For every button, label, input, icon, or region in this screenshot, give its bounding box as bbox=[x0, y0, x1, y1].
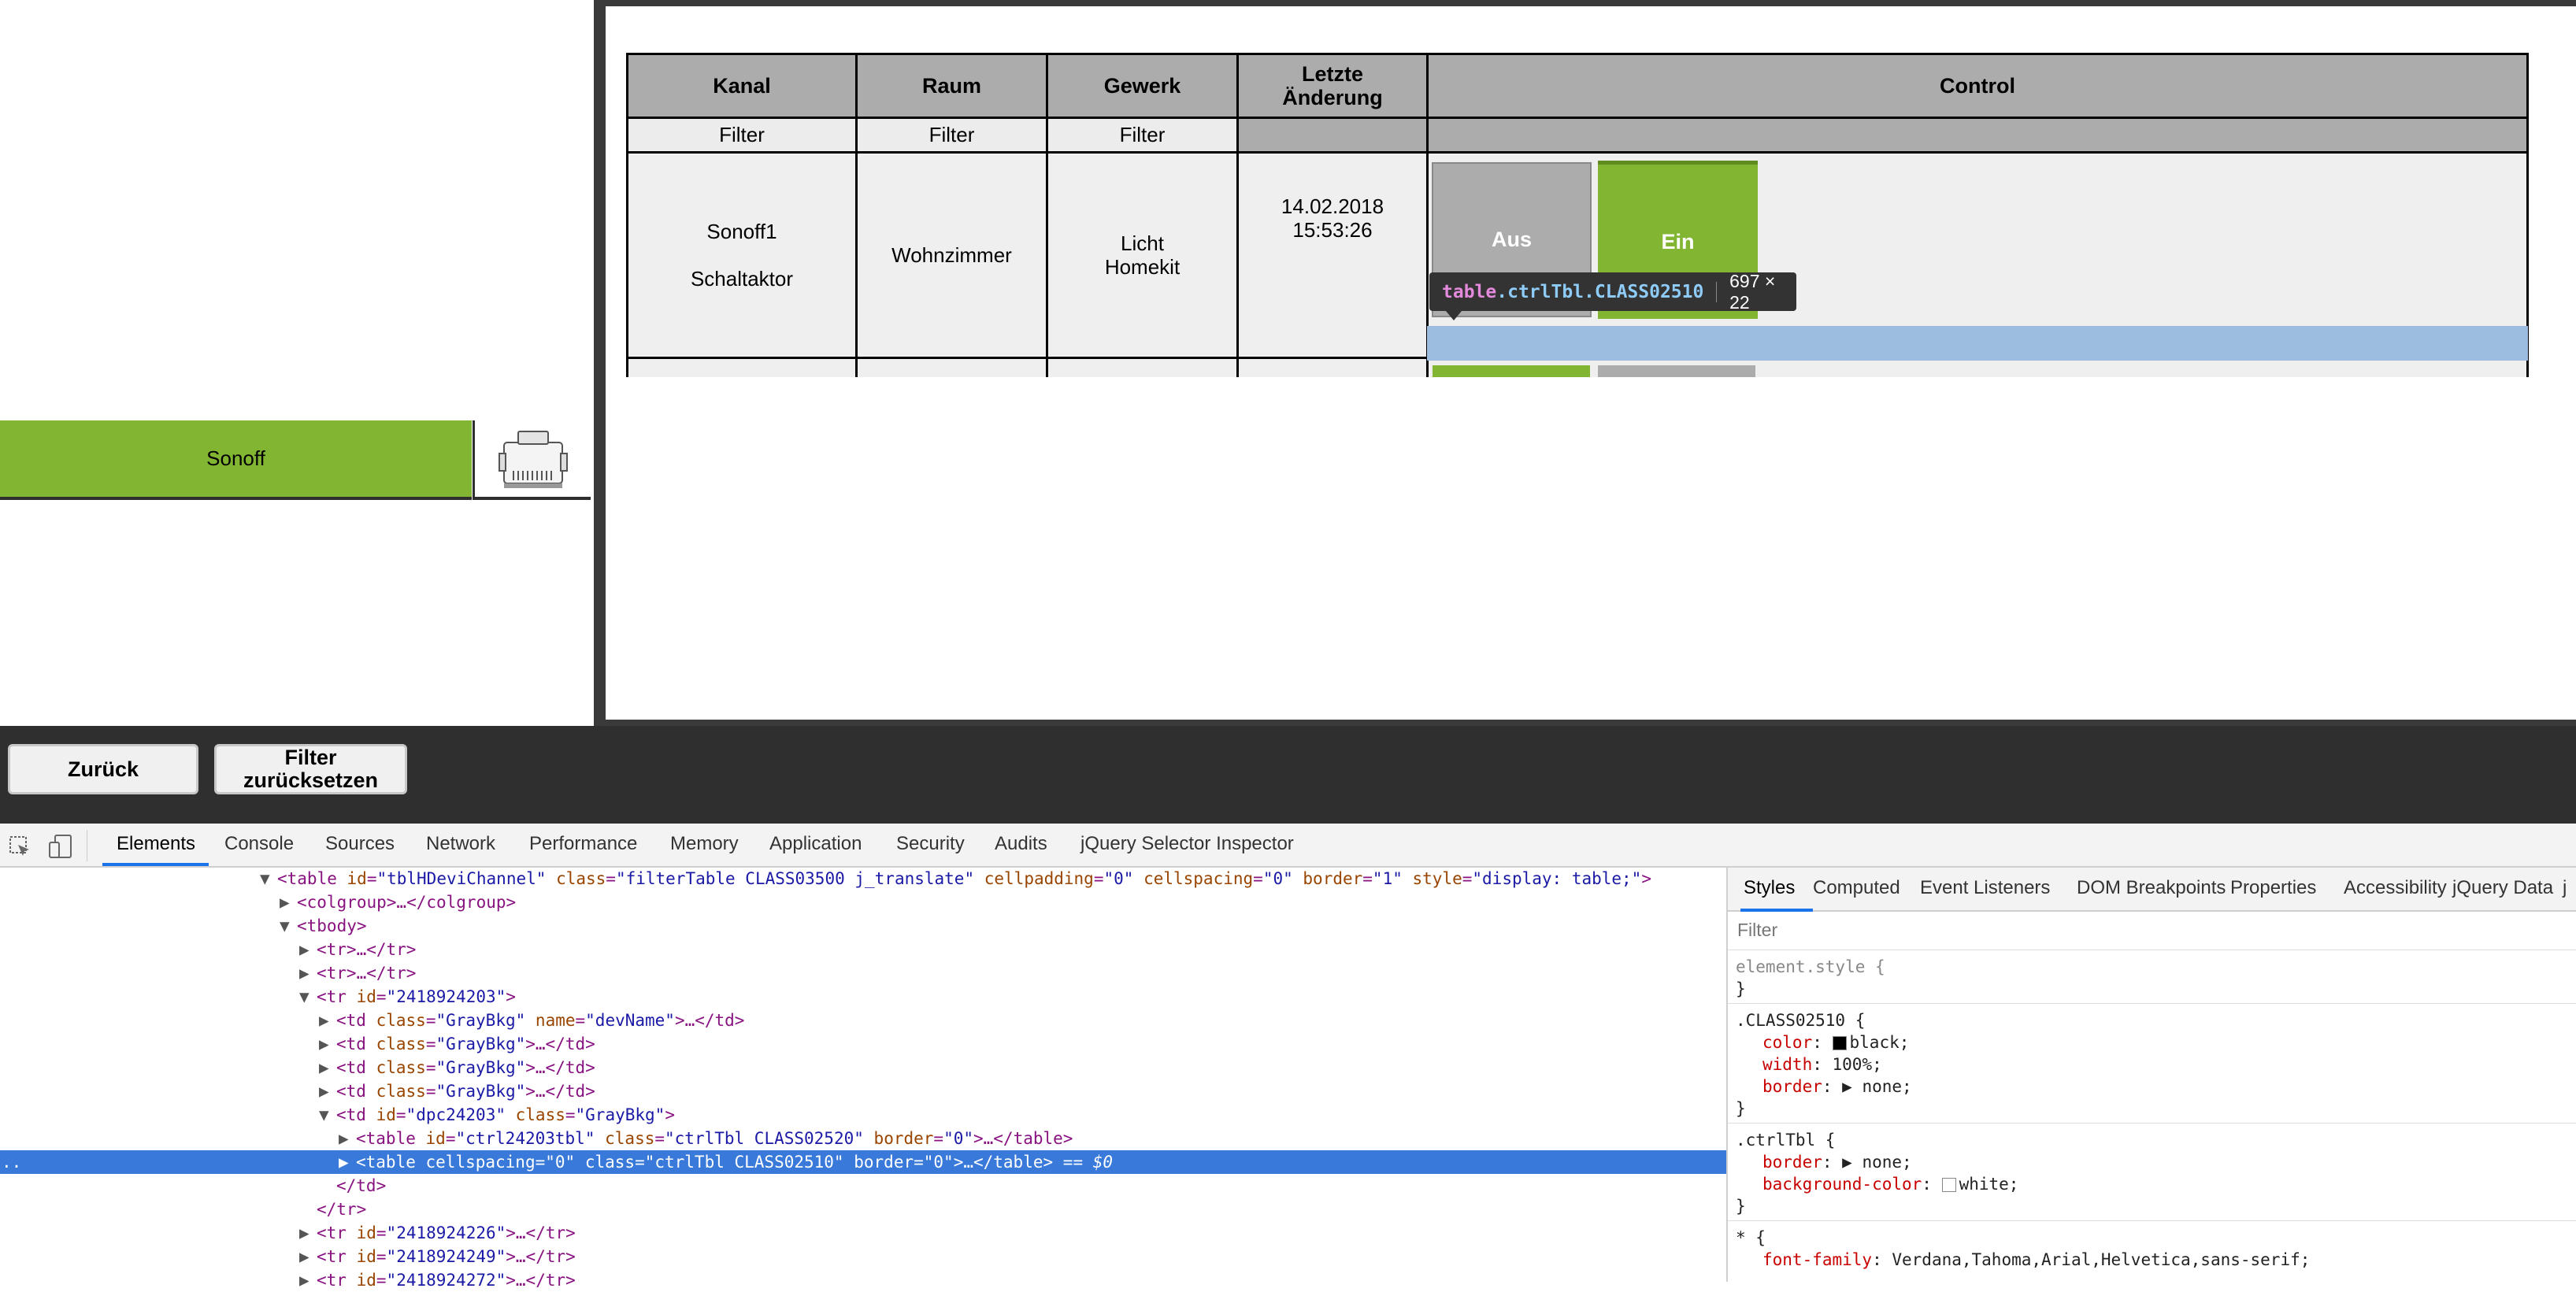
next-row-off-button[interactable] bbox=[1598, 365, 1755, 377]
tab-jquery-selector-inspector[interactable]: jQuery Selector Inspector bbox=[1080, 833, 1294, 854]
rule-close: } bbox=[1736, 979, 1746, 998]
tab-network[interactable]: Network bbox=[426, 833, 496, 854]
rule-selector: element.style { bbox=[1736, 957, 1885, 976]
rule-property[interactable]: background-color: white; bbox=[1762, 1175, 2019, 1194]
tab-accessibility[interactable]: Accessibility bbox=[2344, 877, 2447, 898]
cell-gewerk: Licht Homekit bbox=[1046, 151, 1239, 359]
dom-node-tr-close: </tr> bbox=[317, 1200, 367, 1219]
header-control: Control bbox=[1426, 53, 2529, 119]
dom-node-td[interactable]: ▶<td class="GrayBkg">…</td> bbox=[319, 1082, 595, 1101]
tab-security[interactable]: Security bbox=[896, 833, 965, 854]
tab-computed[interactable]: Computed bbox=[1813, 877, 1900, 898]
dom-node-td[interactable]: ▶<td class="GrayBkg">…</td> bbox=[319, 1058, 595, 1077]
selected-dom-node bbox=[0, 1150, 1726, 1174]
tab-elements[interactable]: Elements bbox=[117, 833, 196, 854]
rule-property-overridden[interactable]: font-family: Verdana,Tahoma,Arial,Helvet… bbox=[1762, 1250, 2311, 1269]
tab-performance[interactable]: Performance bbox=[529, 833, 638, 854]
rule-property[interactable]: color: black; bbox=[1762, 1033, 1910, 1052]
cell-kanal: Sonoff1 Schaltaktor bbox=[626, 151, 858, 359]
rule-selector: .ctrlTbl { bbox=[1736, 1131, 1836, 1149]
device-toolbar-icon[interactable] bbox=[47, 833, 74, 860]
next-row-cell bbox=[1046, 357, 1239, 377]
filter-empty-control bbox=[1426, 117, 2529, 154]
dom-node-tr[interactable]: ▶<tr>…</tr> bbox=[299, 940, 417, 959]
next-row-on-button[interactable] bbox=[1433, 365, 1590, 377]
dom-node-td[interactable]: ▶<td class="GrayBkg" name="devName">…</t… bbox=[319, 1011, 745, 1030]
dom-node-tr-2418924226[interactable]: ▶<tr id="2418924226">…</tr> bbox=[299, 1224, 576, 1242]
dom-node-td-dpc24203[interactable]: ▼<td id="dpc24203" class="GrayBkg"> bbox=[319, 1105, 675, 1124]
filter-gewerk-button[interactable]: Filter bbox=[1046, 117, 1239, 154]
content-top-border bbox=[606, 0, 2576, 6]
dom-node-selected-ellipsis: .. bbox=[2, 1153, 22, 1172]
styles-pane: Styles Computed Event Listeners DOM Brea… bbox=[1726, 868, 2576, 1282]
dom-node-tbody[interactable]: ▼<tbody> bbox=[280, 916, 367, 935]
rule-property-overridden[interactable]: border: ▶ none; bbox=[1762, 1153, 1912, 1172]
device-sonoff-button[interactable]: Sonoff bbox=[0, 420, 472, 500]
dom-node-tr-2418924203[interactable]: ▼<tr id="2418924203"> bbox=[299, 987, 516, 1006]
header-gewerk[interactable]: Gewerk bbox=[1046, 53, 1239, 119]
dom-node-td-close: </td> bbox=[336, 1176, 387, 1195]
dom-tree-panel bbox=[0, 868, 1726, 1282]
separator bbox=[1728, 1123, 2576, 1124]
styles-filter-input[interactable]: Filter bbox=[1737, 920, 1778, 940]
cell-raum: Wohnzimmer bbox=[855, 151, 1048, 359]
back-button[interactable]: Zurück bbox=[8, 744, 198, 794]
dom-node-table-selected[interactable]: ▶<table cellspacing="0" class="ctrlTbl C… bbox=[339, 1153, 1114, 1172]
rule-close: } bbox=[1736, 1197, 1746, 1216]
rule-selector: * { bbox=[1736, 1228, 1766, 1247]
tab-audits[interactable]: Audits bbox=[995, 833, 1047, 854]
tab-jquery-data[interactable]: jQuery Data bbox=[2452, 877, 2554, 898]
next-row-cell bbox=[626, 357, 858, 377]
header-raum[interactable]: Raum bbox=[855, 53, 1048, 119]
bottom-toolbar bbox=[0, 726, 2576, 824]
tab-dom-breakpoints[interactable]: DOM Breakpoints bbox=[2077, 877, 2226, 898]
inspect-tooltip: table.ctrlTbl.CLASS02510 697 × 22 bbox=[1429, 271, 1796, 313]
tab-event-listeners[interactable]: Event Listeners bbox=[1920, 877, 2051, 898]
dom-node-tr-2418924272[interactable]: ▶<tr id="2418924272">…</tr> bbox=[299, 1271, 576, 1290]
panel-divider bbox=[594, 0, 606, 726]
reset-filter-button[interactable]: Filter zurücksetzen bbox=[214, 744, 407, 794]
separator bbox=[1728, 1003, 2576, 1004]
cell-last-change: 14.02.2018 15:53:26 bbox=[1236, 151, 1429, 359]
tab-memory[interactable]: Memory bbox=[670, 833, 739, 854]
devtools-tabbar bbox=[0, 824, 2576, 868]
device-icon-box[interactable] bbox=[473, 420, 591, 500]
tooltip-arrow bbox=[1446, 311, 1462, 320]
next-row-cell bbox=[1236, 357, 1429, 377]
rule-property[interactable]: width: 100%; bbox=[1762, 1055, 1882, 1074]
next-row-cell bbox=[855, 357, 1048, 377]
styles-tabbar: Styles Computed Event Listeners DOM Brea… bbox=[1728, 868, 2576, 912]
dom-node-td[interactable]: ▶<td class="GrayBkg">…</td> bbox=[319, 1035, 595, 1053]
tab-more[interactable]: j bbox=[2563, 877, 2567, 898]
channel-table: Kanal Raum Gewerk Letzte Änderung Contro… bbox=[626, 53, 2529, 377]
styles-tab-indicator bbox=[1740, 909, 1813, 912]
filter-kanal-button[interactable]: Filter bbox=[626, 117, 858, 154]
dom-node-table-ctrl24203tbl[interactable]: ▶<table id="ctrl24203tbl" class="ctrlTbl… bbox=[339, 1129, 1073, 1148]
header-letzte-aenderung[interactable]: Letzte Änderung bbox=[1236, 53, 1429, 119]
dom-node-table[interactable]: ▼<table id="tblHDeviChannel" class="filt… bbox=[260, 869, 1651, 888]
rule-close: } bbox=[1736, 1099, 1746, 1118]
filter-raum-button[interactable]: Filter bbox=[855, 117, 1048, 154]
dom-node-tr-2418924249[interactable]: ▶<tr id="2418924249">…</tr> bbox=[299, 1247, 576, 1266]
header-kanal[interactable]: Kanal bbox=[626, 53, 858, 119]
tab-styles[interactable]: Styles bbox=[1744, 877, 1796, 898]
separator bbox=[1728, 1220, 2576, 1221]
inspected-element-highlight bbox=[1427, 326, 2528, 361]
tab-sources[interactable]: Sources bbox=[325, 833, 395, 854]
device-plug-icon bbox=[498, 430, 568, 488]
device-button-label: Sonoff bbox=[206, 446, 265, 470]
filter-empty bbox=[1236, 117, 1429, 154]
dom-node-colgroup[interactable]: ▶<colgroup>…</colgroup> bbox=[280, 893, 517, 912]
dom-node-tr[interactable]: ▶<tr>…</tr> bbox=[299, 964, 417, 983]
rule-property[interactable]: border: ▶ none; bbox=[1762, 1077, 1912, 1096]
tab-console[interactable]: Console bbox=[224, 833, 295, 854]
tab-application[interactable]: Application bbox=[769, 833, 862, 854]
active-tab-indicator bbox=[102, 863, 209, 866]
inspect-element-icon[interactable] bbox=[8, 835, 32, 858]
rule-selector: .CLASS02510 { bbox=[1736, 1011, 1866, 1030]
tab-properties[interactable]: Properties bbox=[2230, 877, 2317, 898]
content-bottom-border bbox=[606, 720, 2576, 726]
